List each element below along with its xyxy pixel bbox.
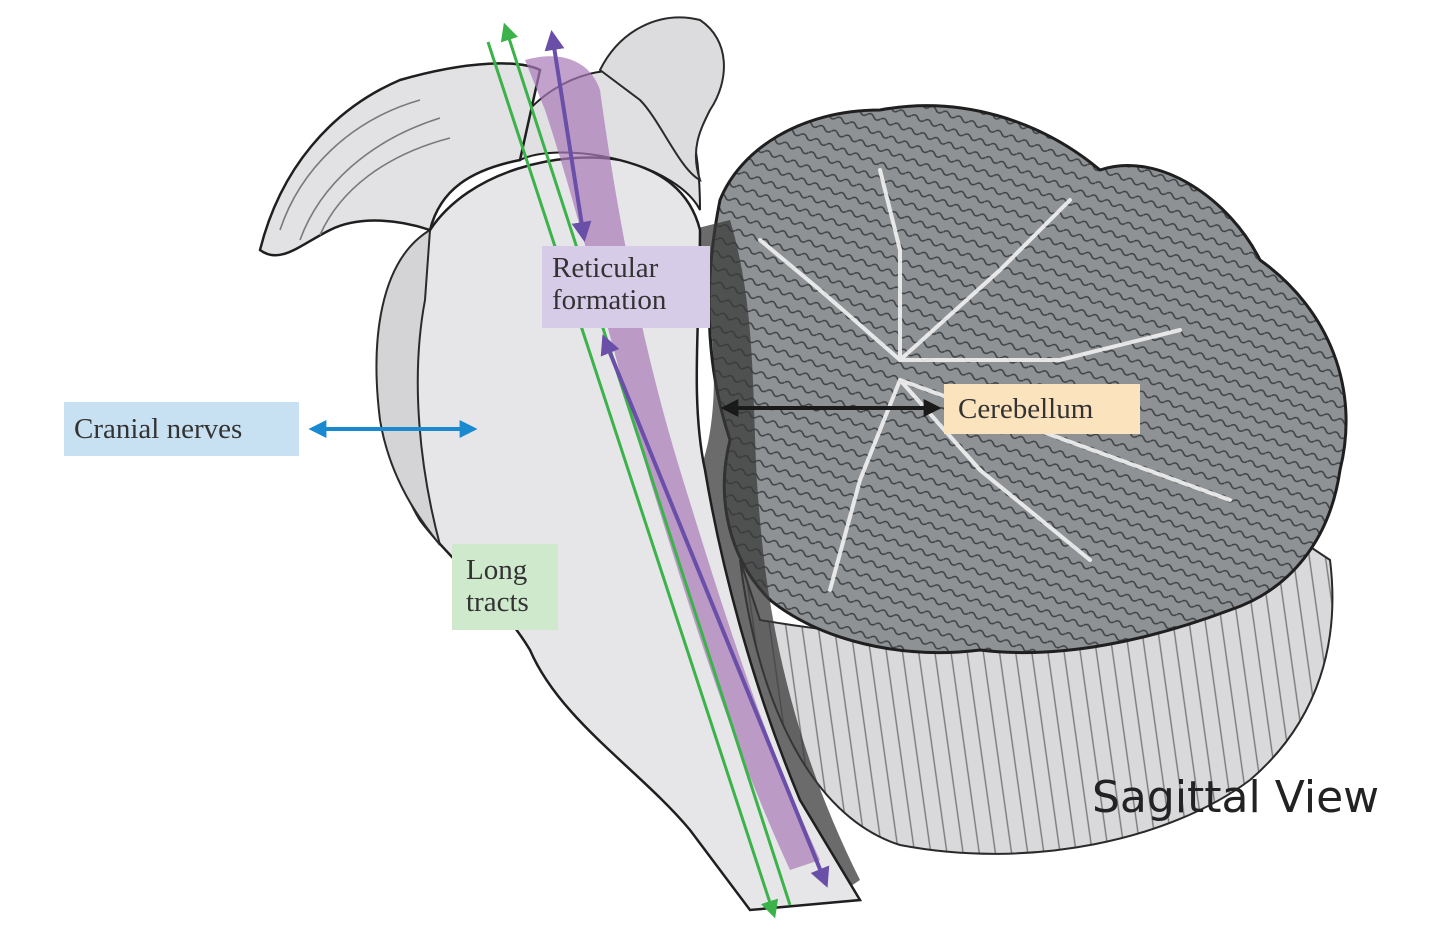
view-caption: Sagittal View bbox=[1092, 772, 1380, 823]
cranial-nerves-label: Cranial nerves bbox=[64, 402, 299, 456]
reticular-arrow-lower bbox=[600, 334, 830, 888]
long-tracts-label-line-2: tracts bbox=[466, 586, 529, 618]
reticular-arrow-upper bbox=[544, 30, 592, 242]
pineal-peduncle bbox=[598, 16, 725, 182]
reticular-formation-label: Reticular formation bbox=[542, 246, 710, 328]
pons bbox=[375, 228, 441, 546]
reticular-label-line-2: formation bbox=[552, 284, 667, 316]
cerebral-peduncle bbox=[258, 62, 542, 257]
reticular-label-line-1: Reticular bbox=[552, 252, 659, 284]
cerebellum-body bbox=[707, 104, 1348, 655]
cerebellum-label: Cerebellum bbox=[944, 384, 1140, 434]
long-tracts-label: Long tracts bbox=[452, 544, 558, 630]
peduncle-fibers bbox=[279, 99, 451, 241]
long-tracts-label-line-1: Long bbox=[466, 554, 528, 586]
